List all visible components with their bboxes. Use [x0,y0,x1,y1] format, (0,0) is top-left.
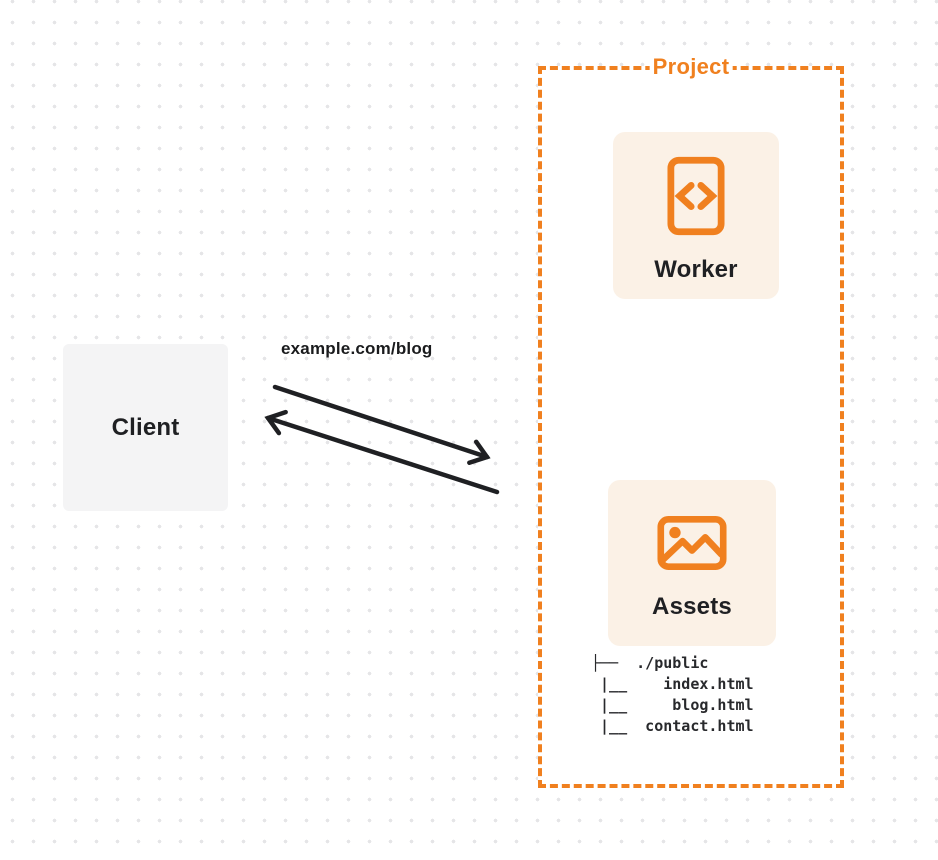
request-url-label: example.com/blog [281,339,433,358]
request-arrow [272,384,491,465]
worker-node: Worker [613,132,779,299]
code-file-icon [667,156,725,236]
image-icon [657,516,727,570]
client-node: Client [63,344,228,511]
worker-label: Worker [654,256,738,283]
project-label: Project [649,54,733,80]
client-label: Client [111,413,180,441]
project-boundary: Project Worker Assets ├── ./public |__ i… [538,54,844,788]
file-tree: ├── ./public |__ index.html |__ blog.htm… [591,654,754,735]
response-arrow [264,409,500,495]
assets-node: Assets [608,480,776,646]
assets-label: Assets [652,593,732,620]
